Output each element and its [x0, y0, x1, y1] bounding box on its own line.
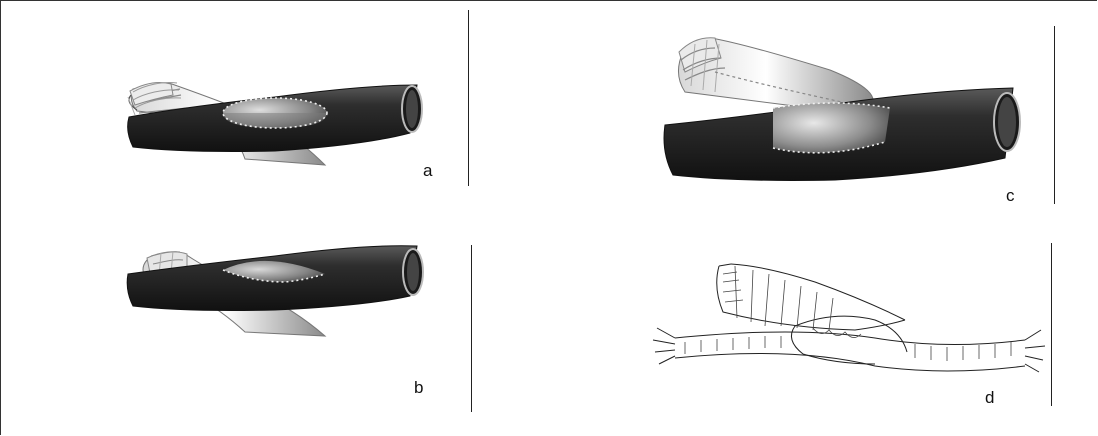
panel-d-illustration	[645, 268, 1050, 398]
panel-d	[645, 268, 1050, 398]
panel-b-illustration	[125, 296, 435, 381]
panel-d-label: d	[985, 389, 994, 406]
divider-d	[1051, 243, 1052, 406]
panel-b	[125, 296, 435, 381]
panel-c-illustration	[655, 130, 1035, 270]
panel-a-label: a	[423, 162, 432, 179]
panel-a	[125, 125, 435, 210]
panel-c-label: c	[1006, 187, 1015, 204]
divider-c	[1054, 26, 1055, 204]
panel-b-label: b	[414, 379, 423, 396]
divider-a	[468, 10, 469, 186]
divider-b	[471, 245, 472, 412]
panel-a-illustration	[125, 125, 435, 210]
panel-c	[655, 130, 1035, 270]
